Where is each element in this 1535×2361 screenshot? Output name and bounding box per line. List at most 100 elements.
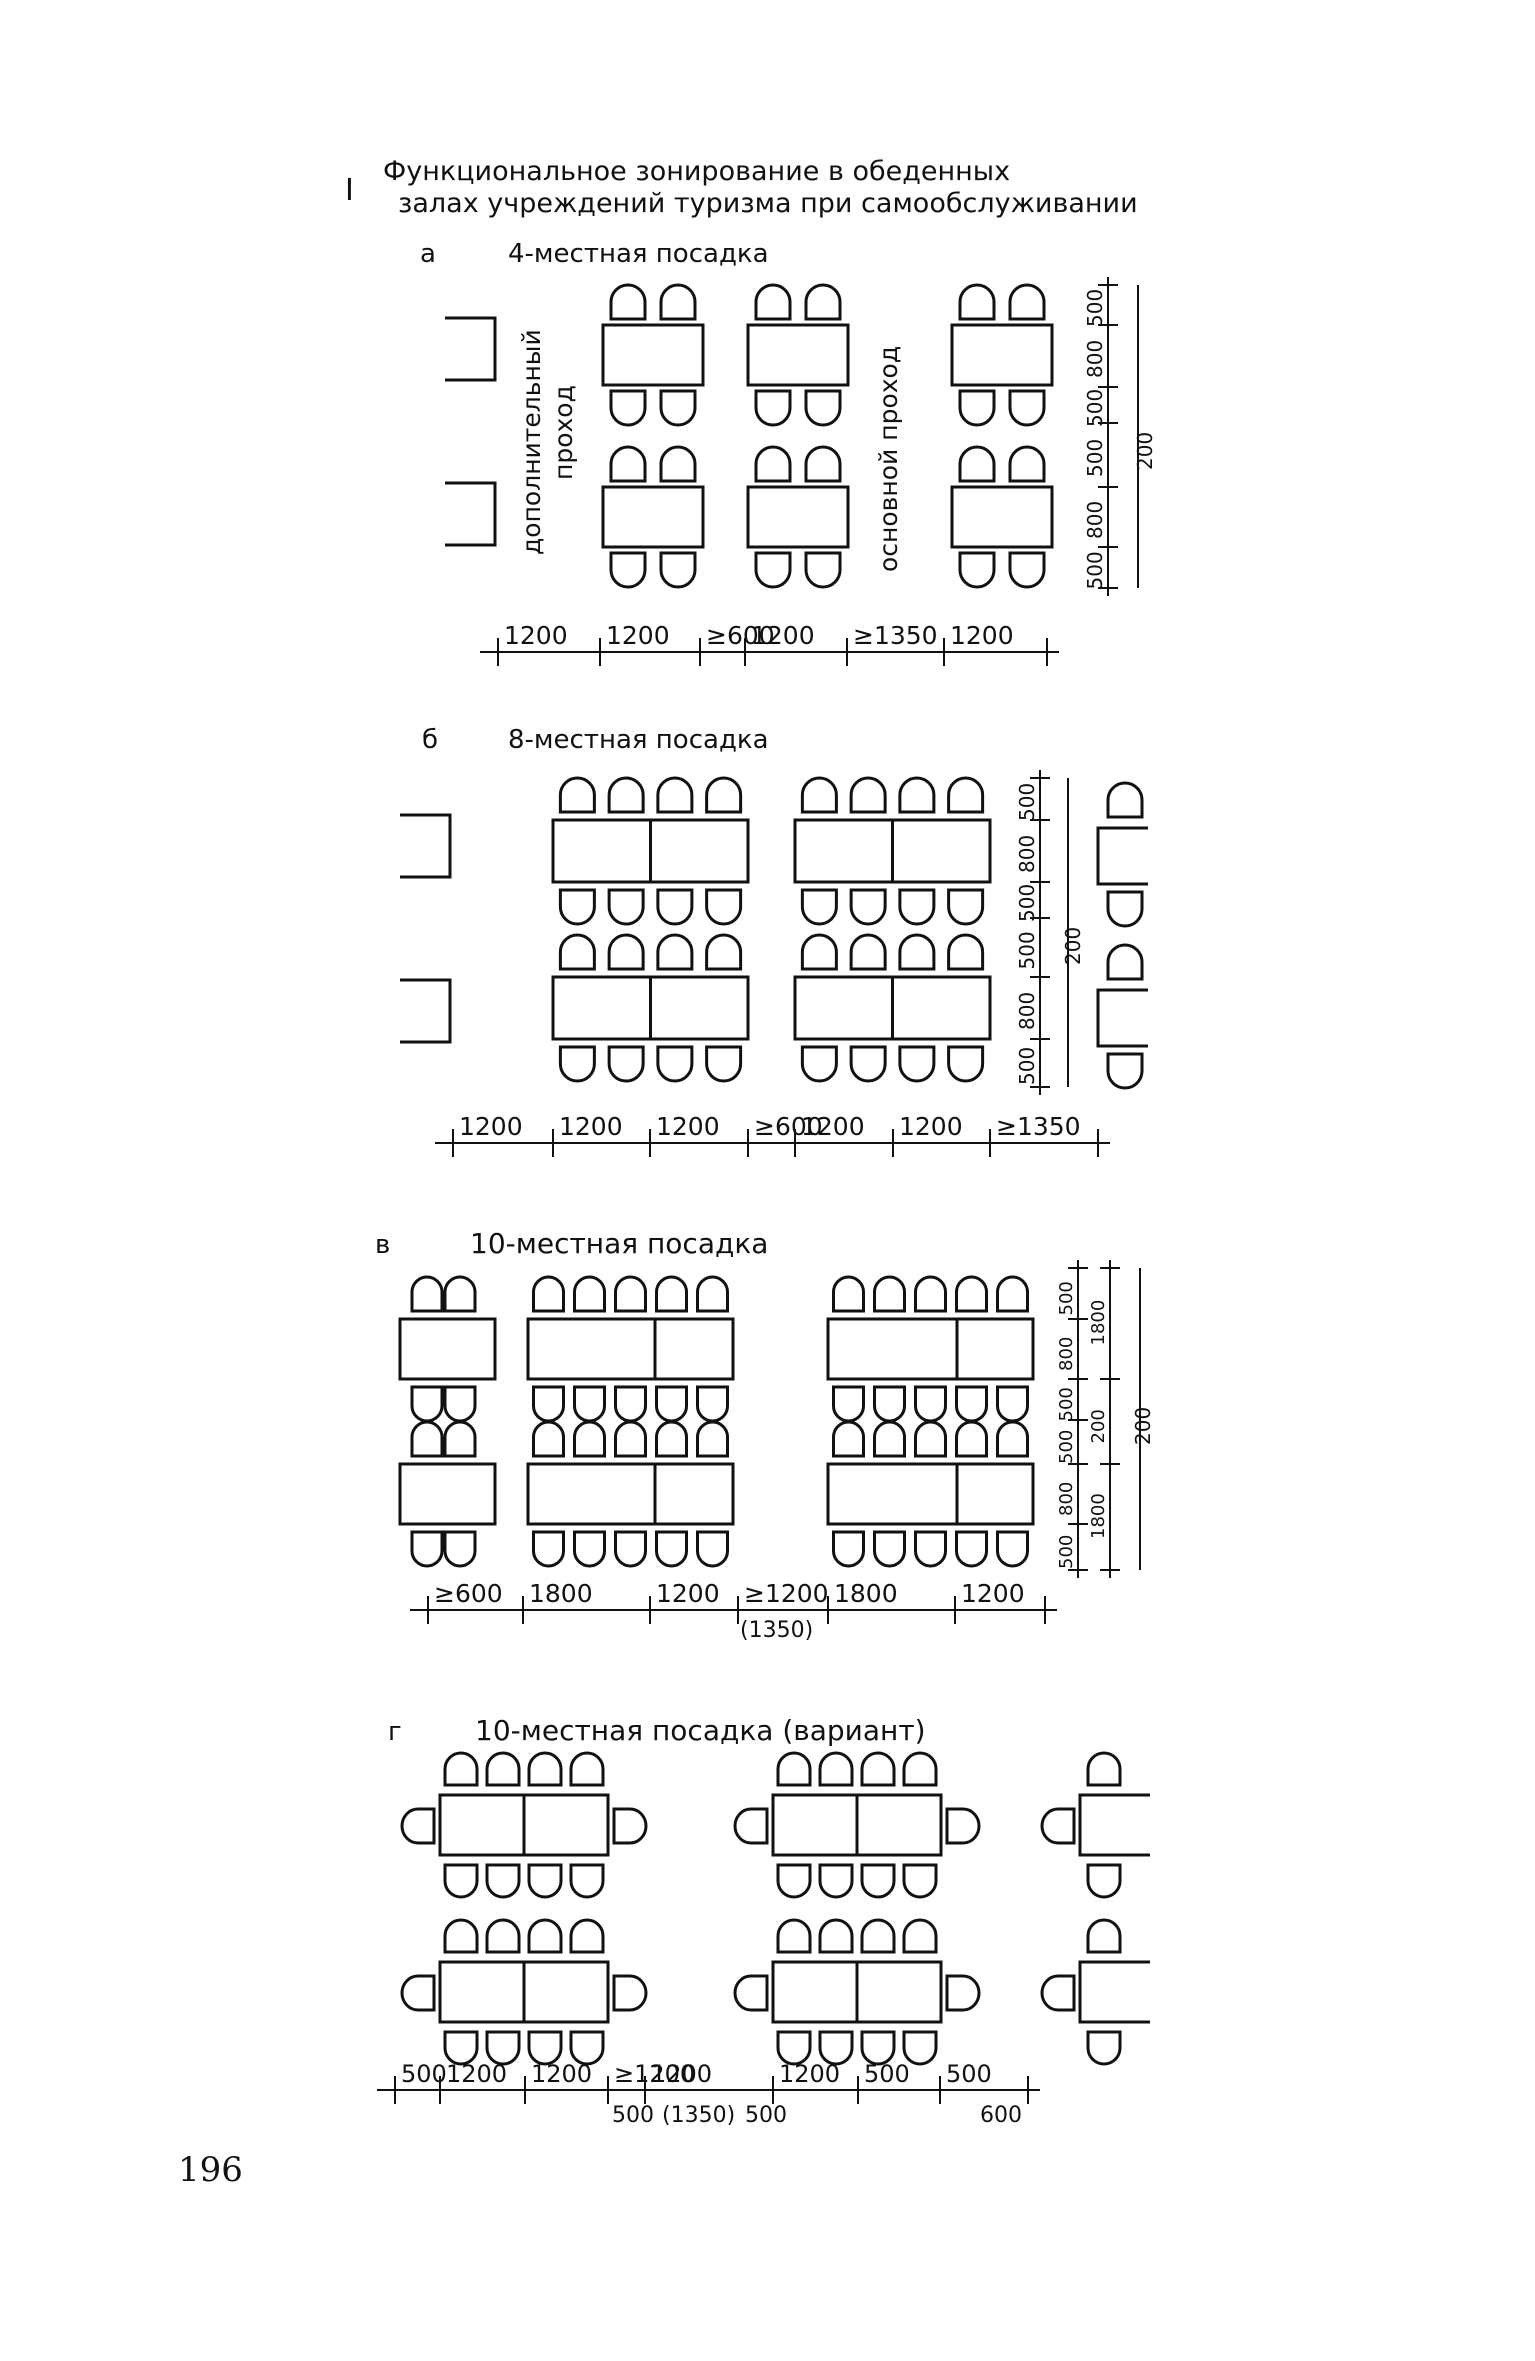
chair	[754, 445, 792, 483]
chair	[659, 389, 697, 427]
chair	[902, 2030, 938, 2066]
chair	[800, 776, 838, 814]
aisle-main-label: основной проход	[874, 346, 903, 572]
chair	[656, 888, 694, 926]
chair	[696, 1275, 729, 1313]
chair	[573, 1420, 606, 1458]
chair	[996, 1530, 1029, 1568]
chair	[955, 1385, 988, 1423]
chair	[958, 283, 996, 321]
chair	[1008, 551, 1046, 589]
chair	[443, 1863, 479, 1899]
dimension-label: 1800	[834, 1579, 898, 1608]
chair	[1086, 1751, 1122, 1787]
counter-bracket	[445, 481, 497, 547]
chair	[607, 776, 645, 814]
dimension-label: 500	[1015, 931, 1039, 969]
chair	[898, 1045, 936, 1083]
chair	[410, 1385, 444, 1423]
table	[746, 485, 850, 549]
chair	[818, 1751, 854, 1787]
chair	[705, 933, 743, 971]
chair	[914, 1275, 947, 1313]
chair	[696, 1385, 729, 1423]
figure-title-line2: залах учреждений туризма при самообслужи…	[398, 188, 1138, 219]
table	[1078, 1960, 1150, 2024]
dimension-label: 1200	[531, 2060, 592, 2088]
panel-a-tables	[445, 283, 1054, 589]
dimension-label: ≥600	[434, 1579, 503, 1608]
table	[746, 323, 850, 387]
counter-bracket	[1096, 826, 1148, 886]
chair	[573, 1385, 606, 1423]
chair	[443, 1530, 477, 1568]
chair	[832, 1420, 865, 1458]
chair	[898, 888, 936, 926]
chair	[527, 1863, 563, 1899]
dimension-label: ≥1350	[996, 1112, 1081, 1141]
dimension-label: ≥1350	[853, 621, 938, 650]
chair	[754, 389, 792, 427]
chair	[614, 1530, 647, 1568]
chair	[609, 283, 647, 321]
dimension-label: 1200	[656, 1112, 720, 1141]
dimension-label: 800	[1015, 835, 1039, 873]
dimension-label: 1800	[1088, 1300, 1109, 1346]
panel-g-10-seat-variant: г 10-местная посадка (вариант) 500 1200 12…	[377, 1714, 1150, 2128]
dimension-label: 800	[1056, 1337, 1077, 1371]
chair	[804, 551, 842, 589]
chair	[609, 551, 647, 589]
chair	[1086, 2030, 1122, 2066]
chair	[400, 1807, 436, 1845]
chair	[902, 1751, 938, 1787]
chair	[1106, 890, 1144, 928]
panel-a-letter: а	[420, 239, 436, 269]
page-number: 196	[178, 2150, 243, 2190]
chair	[849, 1045, 887, 1083]
chair	[955, 1420, 988, 1458]
dimension-label: 500	[1056, 1430, 1077, 1464]
panel-v-caption: 10-местная посадка	[470, 1227, 768, 1260]
chair	[902, 1863, 938, 1899]
chair	[776, 2030, 812, 2066]
chair	[1040, 1807, 1076, 1845]
chair	[569, 1918, 605, 1954]
dimension-label: 1200	[504, 621, 568, 650]
dimension-label: 200	[1133, 432, 1157, 470]
chair	[659, 445, 697, 483]
dimension-label: 1200	[950, 621, 1014, 650]
chair	[558, 933, 596, 971]
chair	[914, 1385, 947, 1423]
chair	[410, 1275, 444, 1313]
chair	[400, 1974, 436, 2012]
chair	[754, 283, 792, 321]
table	[950, 323, 1054, 387]
panel-a-caption: 4-местная посадка	[508, 239, 769, 269]
chair	[656, 933, 694, 971]
chair	[860, 2030, 896, 2066]
chair	[485, 1751, 521, 1787]
figure-number: I	[345, 173, 354, 208]
panel-g-tables	[400, 1751, 1150, 2066]
panel-v-letter: в	[375, 1230, 390, 1260]
panel-g-letter: г	[388, 1717, 402, 1747]
chair	[914, 1530, 947, 1568]
chair	[443, 1385, 477, 1423]
chair	[947, 933, 985, 971]
chair	[607, 888, 645, 926]
dimension-label: 1800	[529, 1579, 593, 1608]
figure-title-line1: Функциональное зонирование в обеденных	[383, 156, 1010, 187]
dimension-label: 500	[864, 2060, 910, 2088]
chair	[569, 2030, 605, 2066]
dimension-label: 1200	[651, 2060, 712, 2088]
dimension-label: 1200	[961, 1579, 1025, 1608]
dimension-label: ≥600	[754, 1112, 823, 1141]
panel-g-caption: 10-местная посадка (вариант)	[475, 1714, 926, 1747]
dimension-label: 500	[1056, 1387, 1077, 1421]
panel-b-letter: б	[422, 725, 438, 755]
chair	[659, 551, 697, 589]
chair	[1106, 943, 1144, 981]
dimension-label: 500	[1015, 884, 1039, 922]
chair	[612, 1974, 648, 2012]
